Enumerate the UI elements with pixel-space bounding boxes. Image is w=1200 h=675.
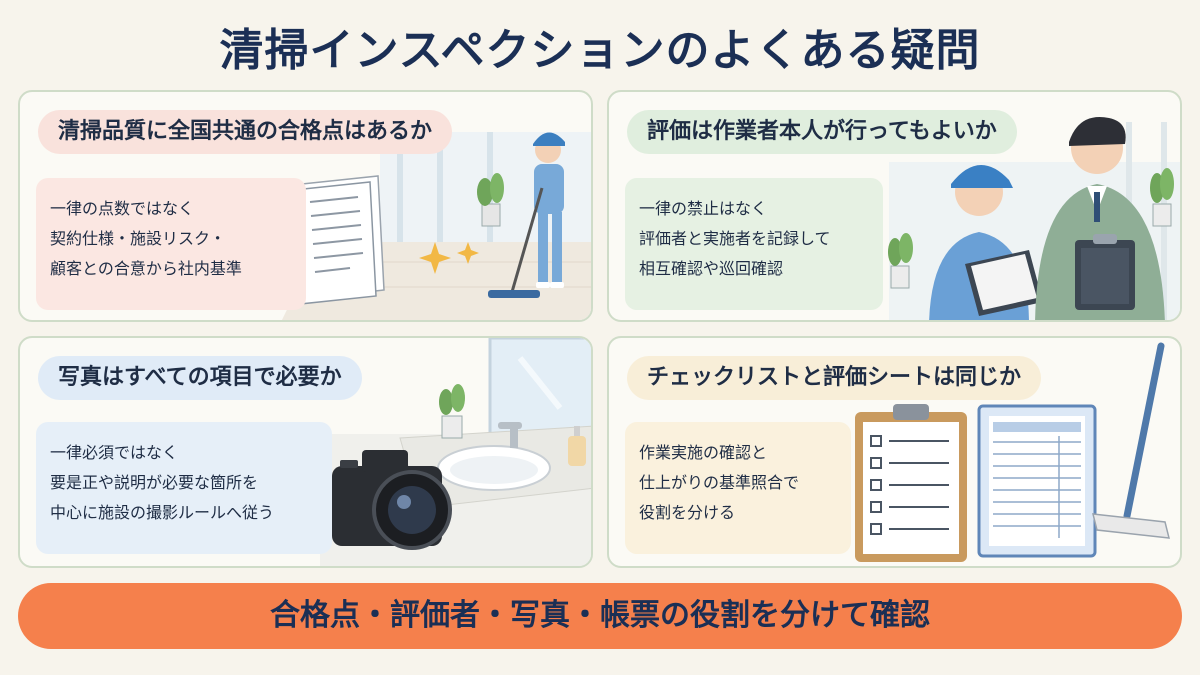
answer-line: 一律の禁止はなく	[639, 199, 768, 218]
checklist-and-evaluation-sheet-icon	[855, 342, 1170, 562]
faq-card-checklist-vs-sheet: チェックリストと評価シートは同じか 作業実施の確認と 仕上がりの基準照合で 役割…	[607, 336, 1182, 568]
question-label: 評価は作業者本人が行ってもよいか	[627, 110, 1017, 154]
faq-card-passing-score: 清掃品質に全国共通の合格点はあるか 一律の点数ではなく 契約仕様・施設リスク・ …	[18, 90, 593, 322]
answer-line: 一律の点数ではなく	[50, 199, 195, 218]
answer-line: 中心に施設の撮影ルールへ従う	[50, 503, 275, 522]
answer-line: 役割を分ける	[639, 503, 736, 522]
answer-box: 一律必須ではなく 要是正や説明が必要な箇所を 中心に施設の撮影ルールへ従う	[36, 422, 332, 554]
answer-line: 顧客との合意から社内基準	[50, 259, 242, 278]
answer-line: 仕上がりの基準照合で	[639, 473, 800, 492]
question-label: 写真はすべての項目で必要か	[38, 356, 362, 400]
faq-card-evaluator: 評価は作業者本人が行ってもよいか 一律の禁止はなく 評価者と実施者を記録して 相…	[607, 90, 1182, 322]
answer-line: 作業実施の確認と	[639, 443, 768, 462]
answer-line: 要是正や説明が必要な箇所を	[50, 473, 259, 492]
answer-line: 契約仕様・施設リスク・	[50, 229, 226, 248]
cleaner-with-mop-and-document-icon	[281, 132, 591, 320]
answer-line: 評価者と実施者を記録して	[639, 229, 831, 248]
faq-card-photos: 写真はすべての項目で必要か 一律必須ではなく 要是正や説明が必要な箇所を 中心に…	[18, 336, 593, 568]
answer-line: 一律必須ではなく	[50, 443, 179, 462]
summary-banner: 合格点・評価者・写真・帳票の役割を分けて確認	[18, 583, 1182, 649]
answer-box: 一律の点数ではなく 契約仕様・施設リスク・ 顧客との合意から社内基準	[36, 178, 306, 310]
answer-line: 相互確認や巡回確認	[639, 259, 784, 278]
answer-box: 作業実施の確認と 仕上がりの基準照合で 役割を分ける	[625, 422, 851, 554]
answer-box: 一律の禁止はなく 評価者と実施者を記録して 相互確認や巡回確認	[625, 178, 883, 310]
page-title: 清掃インスペクションのよくある疑問	[219, 25, 981, 76]
question-label: 清掃品質に全国共通の合格点はあるか	[38, 110, 453, 154]
camera-and-washbasin-icon	[320, 338, 591, 566]
question-label: チェックリストと評価シートは同じか	[627, 356, 1042, 400]
worker-and-supervisor-with-clipboards-icon	[888, 117, 1180, 320]
